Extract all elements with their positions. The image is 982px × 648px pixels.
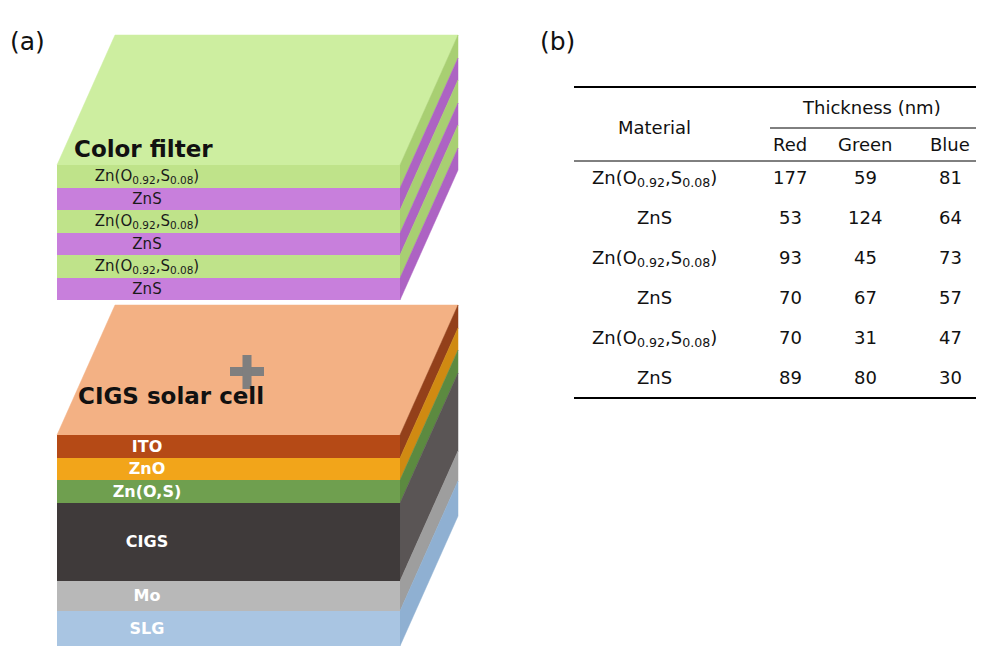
layer-name: Zn(O,S) xyxy=(113,483,181,501)
table-cell: 64 xyxy=(939,208,962,228)
layer-band: Zn(O0.92,S0.08) xyxy=(57,255,400,278)
table-cell: 73 xyxy=(939,248,962,268)
layer-band: ZnS xyxy=(57,278,400,300)
table-header-rule xyxy=(574,161,976,162)
layer-name: Mo xyxy=(134,587,161,605)
layer-name: ZnS xyxy=(132,236,161,253)
table-cell: 80 xyxy=(854,368,877,388)
table-cell: Zn(O0.92,S0.08) xyxy=(592,248,717,268)
table-cell: 81 xyxy=(939,168,962,188)
table-cell: 89 xyxy=(779,368,802,388)
layer-name: ZnS xyxy=(132,281,161,298)
side-face xyxy=(400,481,458,646)
table-header: Green xyxy=(838,135,893,155)
layer-name: ZnS xyxy=(132,191,161,208)
table-header: Red xyxy=(773,135,807,155)
table-cell: 57 xyxy=(939,288,962,308)
top-face xyxy=(57,305,458,435)
layer-band: ITO xyxy=(57,435,400,458)
table-cell: ZnS xyxy=(637,208,672,228)
table-cell: 67 xyxy=(854,288,877,308)
layer-band: ZnS xyxy=(57,233,400,255)
table-cell: 53 xyxy=(779,208,802,228)
table-cell: 45 xyxy=(854,248,877,268)
side-face xyxy=(400,125,458,278)
table-top-rule xyxy=(574,86,976,88)
stack-title: CIGS solar cell xyxy=(78,384,264,409)
layer-band: Zn(O,S) xyxy=(57,480,400,503)
layer-name: Zn(O0.92,S0.08) xyxy=(95,213,199,230)
table-cell: Zn(O0.92,S0.08) xyxy=(592,328,717,348)
layer-name: CIGS xyxy=(126,533,168,551)
layer-name: Zn(O0.92,S0.08) xyxy=(95,258,199,275)
top-face xyxy=(57,35,458,165)
stack-title: Color filter xyxy=(74,137,213,162)
table-cell: 47 xyxy=(939,328,962,348)
table-cell: 93 xyxy=(779,248,802,268)
table-cell: ZnS xyxy=(637,288,672,308)
table-cell: 177 xyxy=(773,168,807,188)
panel-label: (a) xyxy=(10,28,45,56)
layer-band: ZnS xyxy=(57,188,400,210)
table-cell: 30 xyxy=(939,368,962,388)
side-face xyxy=(400,148,458,300)
panel-label: (b) xyxy=(540,28,575,56)
layer-band: SLG xyxy=(57,611,400,646)
layer-name: SLG xyxy=(130,620,165,638)
table-header: Thickness (nm) xyxy=(803,98,941,118)
table-header: Blue xyxy=(930,135,970,155)
table-cell: 124 xyxy=(848,208,882,228)
layer-name: Zn(O0.92,S0.08) xyxy=(95,168,199,185)
table-cell: 70 xyxy=(779,288,802,308)
table-header: Material xyxy=(618,118,691,138)
layer-band: CIGS xyxy=(57,503,400,581)
layer-band: Zn(O0.92,S0.08) xyxy=(57,165,400,188)
layer-band: Mo xyxy=(57,581,400,611)
table-cell: Zn(O0.92,S0.08) xyxy=(592,168,717,188)
table-cell: 59 xyxy=(854,168,877,188)
layer-band: ZnO xyxy=(57,458,400,480)
layer-band: Zn(O0.92,S0.08) xyxy=(57,210,400,233)
table-cell: 70 xyxy=(779,328,802,348)
table-bottom-rule xyxy=(574,397,976,399)
table-cell: 31 xyxy=(854,328,877,348)
table-sub-rule xyxy=(770,128,976,129)
table-cell: ZnS xyxy=(637,368,672,388)
layer-name: ITO xyxy=(132,438,162,456)
layer-name: ZnO xyxy=(129,460,166,478)
